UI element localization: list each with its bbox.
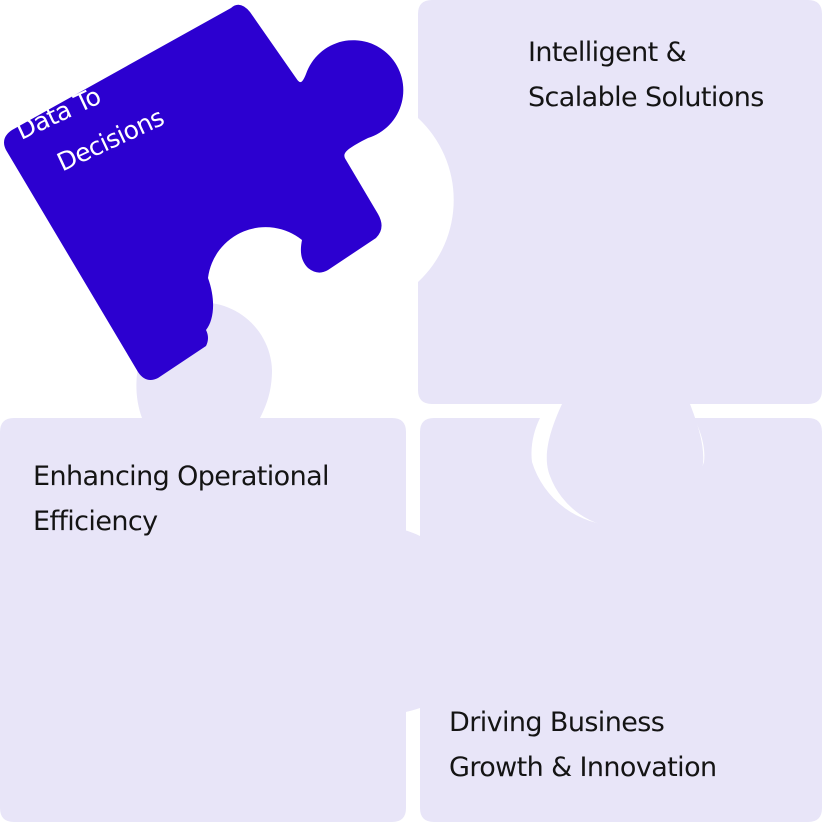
piece-label-bottom-left: Enhancing Operational Efficiency — [33, 454, 330, 544]
piece-label-bottom-right: Driving Business Growth & Innovation — [449, 700, 717, 790]
piece-label-bottom-left-line1: Enhancing Operational — [33, 461, 330, 492]
puzzle-piece-top-right — [418, 0, 822, 529]
piece-label-bottom-right-line2: Growth & Innovation — [449, 752, 717, 783]
piece-label-top-right-line2: Scalable Solutions — [528, 82, 764, 113]
puzzle-piece-bottom-right — [262, 418, 822, 822]
piece-label-top-right-line1: Intelligent & — [528, 37, 687, 68]
piece-label-bottom-left-line2: Efficiency — [33, 506, 158, 537]
piece-label-bottom-right-line1: Driving Business — [449, 707, 665, 738]
piece-label-top-right: Intelligent & Scalable Solutions — [528, 30, 764, 120]
puzzle-piece-top-left — [4, 4, 404, 381]
